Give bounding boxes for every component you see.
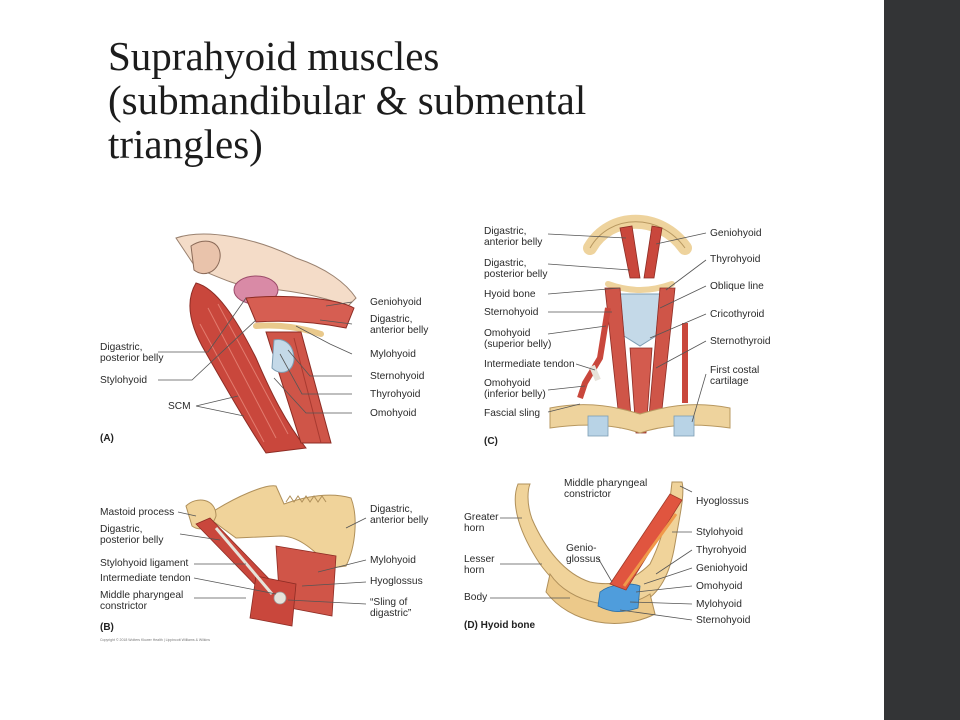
label-a-stylohyoid: Stylohyoid <box>100 375 148 386</box>
label-b-sling-of-digastric: “Sling of digastric” <box>370 597 412 619</box>
label-d-omohyoid: Omohyoid <box>696 581 743 592</box>
panel-d-illustration <box>490 481 693 624</box>
label-d-hyoglossus: Hyoglossus <box>696 496 749 507</box>
label-b-stylohyoid-ligament: Stylohyoid ligament <box>100 558 189 569</box>
label-d-greater-horn: Greater horn <box>464 512 499 534</box>
label-d-body: Body <box>464 592 488 603</box>
label-c-first-costal-cartilage: First costal cartilage <box>710 365 760 387</box>
label-a-scm: SCM <box>168 401 191 412</box>
label-b-mylohyoid: Mylohyoid <box>370 555 416 566</box>
panel-b-label: (B) <box>100 622 114 633</box>
label-b-digastric-posterior: Digastric, posterior belly <box>100 524 164 546</box>
label-a-digastric-anterior: Digastric, anterior belly <box>370 314 429 336</box>
label-c-cricothyroid: Cricothyroid <box>710 309 765 320</box>
label-b-middle-pharyngeal: Middle pharyngeal constrictor <box>100 590 184 612</box>
label-c-geniohyoid: Geniohyoid <box>710 228 762 239</box>
label-d-genioglossus: Genio- glossus <box>566 543 601 565</box>
label-b-hyoglossus: Hyoglossus <box>370 576 423 587</box>
label-d-thyrohyoid: Thyrohyoid <box>696 545 747 556</box>
title-line-3: triangles) <box>108 121 263 167</box>
label-c-digastric-posterior: Digastric, posterior belly <box>484 258 548 280</box>
panel-d-label: (D) Hyoid bone <box>464 620 536 631</box>
panel-a-lateral-neck: Digastric, posterior belly Stylohyoid SC… <box>96 228 436 458</box>
label-b-digastric-anterior: Digastric, anterior belly <box>370 504 429 526</box>
label-c-thyrohyoid: Thyrohyoid <box>710 254 761 265</box>
label-c-digastric-anterior: Digastric, anterior belly <box>484 226 543 248</box>
slide-title: Suprahyoid muscles (submandibular & subm… <box>108 34 808 166</box>
label-c-sternothyroid: Sternothyroid <box>710 336 771 347</box>
panel-d-hyoid-bone: Greater horn Lesser horn Body Genio- glo… <box>460 474 790 644</box>
label-a-geniohyoid: Geniohyoid <box>370 297 422 308</box>
label-d-middle-pharyngeal: Middle pharyngeal constrictor <box>564 478 648 500</box>
label-c-fascial-sling: Fascial sling <box>484 408 541 419</box>
label-c-omohyoid-inferior: Omohyoid (inferior belly) <box>484 378 546 400</box>
label-c-sternohyoid: Sternohyoid <box>484 307 539 318</box>
label-b-mastoid-process: Mastoid process <box>100 507 175 518</box>
label-d-mylohyoid: Mylohyoid <box>696 599 742 610</box>
title-line-1: Suprahyoid muscles <box>108 33 440 79</box>
panel-a-illustration <box>158 233 357 454</box>
label-d-sternohyoid: Sternohyoid <box>696 615 751 626</box>
label-a-thyrohyoid: Thyrohyoid <box>370 389 421 400</box>
label-c-intermediate-tendon: Intermediate tendon <box>484 359 575 370</box>
right-sidebar-bar <box>884 0 960 720</box>
panel-c-label: (C) <box>484 436 498 447</box>
label-d-geniohyoid: Geniohyoid <box>696 563 748 574</box>
label-d-stylohyoid: Stylohyoid <box>696 527 744 538</box>
title-line-2: (submandibular & submental <box>108 77 587 123</box>
label-c-oblique-line: Oblique line <box>710 281 764 292</box>
panel-b-illustration <box>177 485 367 627</box>
panel-a-label: (A) <box>100 433 114 444</box>
label-a-mylohyoid: Mylohyoid <box>370 349 416 360</box>
panel-c-illustration <box>547 214 731 437</box>
label-d-lesser-horn: Lesser horn <box>464 554 495 576</box>
panel-c-anterior-view: Digastric, anterior belly Digastric, pos… <box>480 208 790 453</box>
copyright-notice: Copyright © 2018 Wolters Kluwer Health |… <box>100 638 211 642</box>
label-a-digastric-posterior: Digastric, posterior belly <box>100 342 164 364</box>
label-b-intermediate-tendon: Intermediate tendon <box>100 573 191 584</box>
label-c-hyoid-bone: Hyoid bone <box>484 289 536 300</box>
label-a-sternohyoid: Sternohyoid <box>370 371 425 382</box>
label-a-omohyoid: Omohyoid <box>370 408 417 419</box>
label-c-omohyoid-superior: Omohyoid (superior belly) <box>484 328 552 350</box>
panel-b-lateral-jaw: Mastoid process Digastric, posterior bel… <box>96 476 446 646</box>
